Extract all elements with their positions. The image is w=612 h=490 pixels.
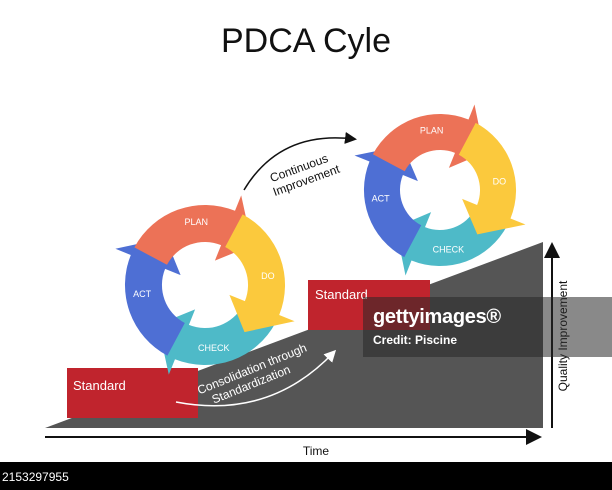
pdca-cycle-lower: ACT PLAN DO CHECK — [115, 195, 295, 375]
standard-label-lower: Standard — [73, 378, 126, 393]
standard-step-lower — [67, 368, 198, 418]
consolidation-arrow — [175, 349, 337, 407]
lower-plan-arrow — [134, 195, 253, 265]
lower-do-arrow — [225, 214, 295, 333]
watermark-credit: Credit: Piscine — [373, 333, 458, 347]
standard-label-upper: Standard — [315, 287, 368, 302]
continuous-improvement-label: Continuous Improvement — [266, 148, 342, 198]
x-axis-label: Time — [303, 444, 330, 458]
upper-plan-arrow — [372, 104, 485, 172]
pdca-cycle-upper: ACT PLAN DO CHECK — [354, 104, 526, 276]
upper-check-label: CHECK — [433, 244, 465, 254]
lower-act-arrow — [115, 237, 185, 356]
upper-plan-label: PLAN — [420, 126, 444, 136]
continuous-improvement-arrow — [243, 131, 357, 191]
upper-do-arrow — [458, 122, 526, 235]
upper-act-arrow — [354, 145, 422, 258]
upper-do-label: DO — [493, 177, 507, 187]
upper-act-label: ACT — [372, 193, 391, 203]
watermark-box — [363, 297, 612, 357]
lower-act-label: ACT — [133, 289, 152, 299]
lower-check-label: CHECK — [198, 343, 230, 353]
watermark-brand: gettyimages® — [373, 306, 501, 328]
lower-do-label: DO — [261, 271, 275, 281]
footer-image-id: 2153297955 — [2, 470, 69, 484]
page-title: PDCA Cyle — [220, 22, 392, 60]
lower-plan-label: PLAN — [184, 217, 208, 227]
footer-bar — [0, 462, 612, 490]
